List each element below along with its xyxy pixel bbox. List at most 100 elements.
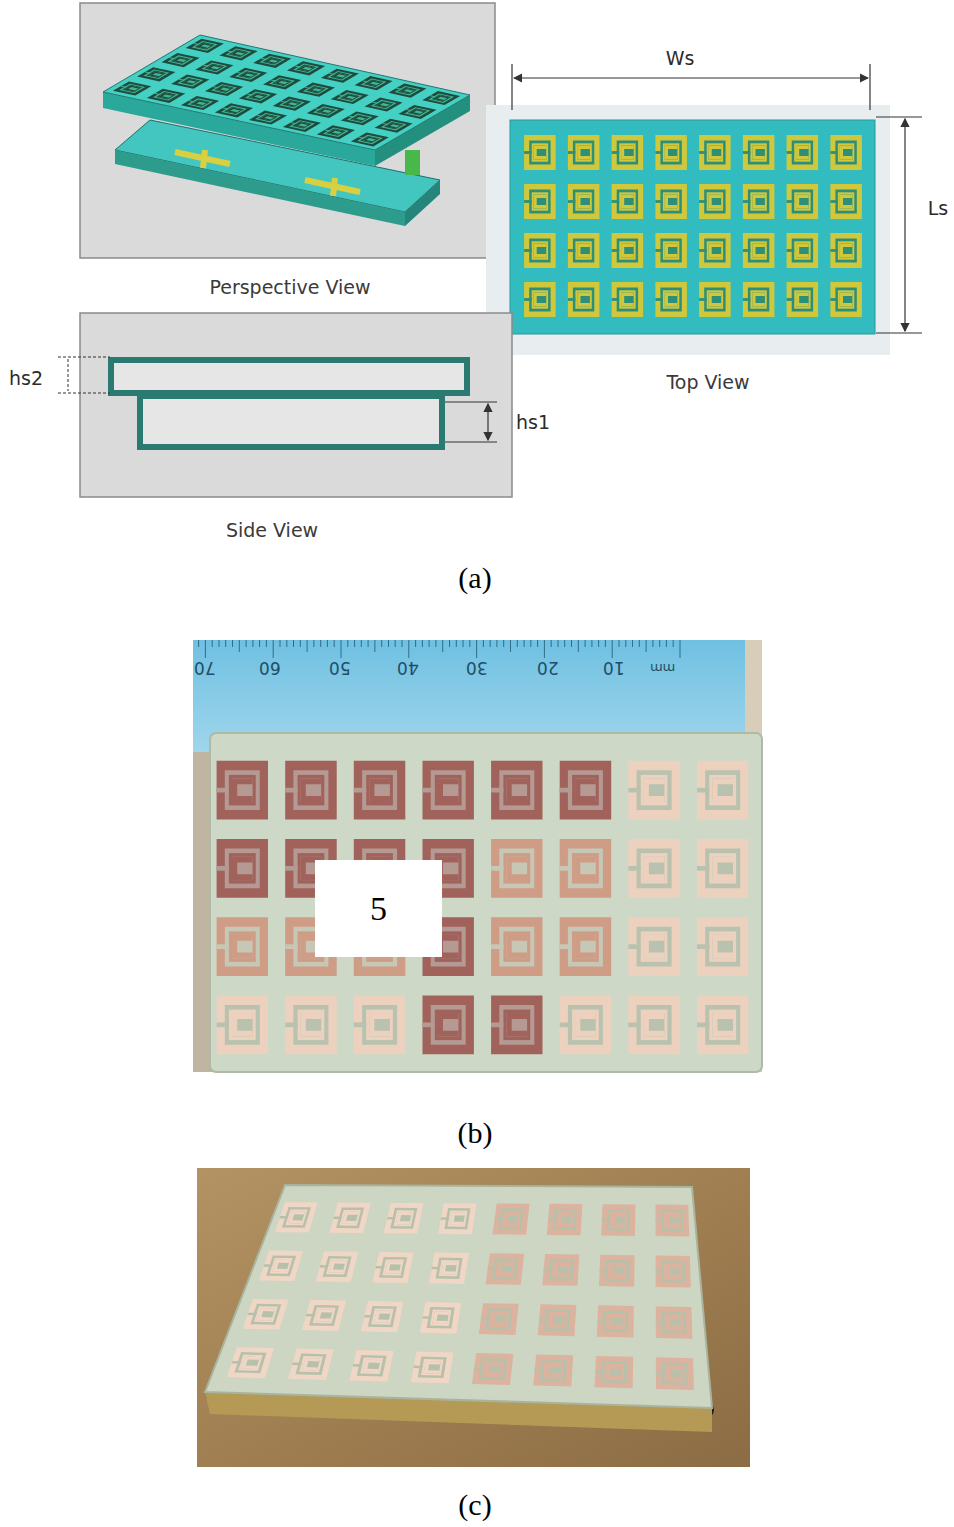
resonator-cell — [697, 761, 748, 820]
resonator-gap — [662, 1312, 687, 1334]
resonator-slot — [292, 1363, 302, 1366]
resonator-ring — [262, 57, 282, 64]
resonator-cell — [533, 1354, 573, 1386]
resonator-gap — [385, 1261, 402, 1273]
resonator-gap — [792, 239, 813, 263]
resonator-cell — [479, 1303, 519, 1335]
resonator-cell — [697, 996, 748, 1055]
dimension-tick — [445, 401, 497, 402]
resonator-c — [709, 292, 722, 306]
resonator-ring — [663, 241, 679, 259]
resonator-cell — [568, 233, 600, 268]
resonator-gap — [362, 1005, 397, 1045]
resonator-gap — [499, 1005, 534, 1045]
ruler-tick — [510, 640, 511, 652]
dimension-label: hs1 — [516, 411, 550, 433]
resonator-slot — [524, 200, 532, 203]
resonator-slot — [362, 80, 369, 82]
resonator-ring — [171, 56, 191, 63]
resonator-cell — [219, 46, 257, 60]
resonator-gap — [255, 113, 281, 123]
resonator-slot — [247, 1313, 257, 1316]
resonator-c — [342, 1212, 359, 1224]
resonator-c — [342, 94, 357, 100]
resonator-ring — [190, 99, 210, 106]
resonator-ring — [204, 64, 224, 71]
resonator-cell — [288, 1349, 334, 1380]
resonator-ring — [619, 143, 635, 161]
resonator-slot — [699, 298, 707, 301]
resonator-c — [621, 194, 634, 208]
resonator-gap — [665, 145, 678, 159]
resonator-cell — [486, 1253, 524, 1285]
resonator-cell — [181, 96, 219, 110]
resonator-c — [554, 1264, 569, 1277]
resonator-cell — [422, 91, 460, 105]
resonator-slot — [236, 72, 243, 74]
resonator-gap — [644, 778, 665, 802]
resonator-ring — [619, 241, 635, 259]
resonator-gap — [558, 1213, 572, 1226]
resonator-ring — [384, 122, 404, 129]
ruler-tick — [429, 640, 430, 647]
resonator-c — [299, 65, 314, 71]
resonator-slot — [430, 95, 437, 97]
ruler-tick — [415, 640, 416, 647]
resonator-gap — [601, 1361, 627, 1383]
resonator-gap — [434, 95, 449, 101]
resonator-gap — [573, 288, 594, 312]
resonator-c — [197, 43, 212, 49]
lower-substrate — [140, 396, 442, 447]
resonator-ring — [619, 290, 635, 308]
resonator-gap — [577, 194, 590, 208]
upper-substrate — [111, 360, 467, 393]
resonator-c — [665, 1214, 679, 1227]
resonator-ring — [382, 1259, 404, 1275]
resonator-gap — [274, 80, 289, 86]
resonator-gap — [573, 190, 594, 214]
resonator-cell — [524, 282, 556, 317]
resonator-ring — [503, 853, 530, 884]
resonator-slot — [314, 108, 321, 110]
resonator-slot — [474, 1367, 483, 1370]
ruler-tick — [558, 640, 559, 647]
resonator-c — [332, 73, 347, 79]
resonator-slot — [656, 1372, 665, 1375]
resonator-cell — [307, 104, 345, 118]
resonator-c — [712, 1013, 733, 1037]
resonator-gap — [301, 778, 322, 802]
resonator-slot — [481, 1317, 490, 1320]
ruler-tick — [225, 640, 226, 647]
resonator-slot — [212, 86, 219, 88]
resonator-cell — [699, 135, 731, 170]
resonator-ring — [543, 1362, 564, 1379]
resonator-cell — [355, 76, 393, 90]
resonator-gap — [529, 239, 550, 263]
resonator-gap — [617, 190, 638, 214]
resonator-c — [796, 292, 809, 306]
resonator-ring — [838, 290, 854, 308]
resonator-gap — [405, 107, 431, 117]
resonator-slot — [539, 1319, 548, 1322]
resonator-ring — [229, 853, 256, 884]
resonator-gap — [313, 106, 339, 116]
resonator-c — [315, 1309, 333, 1321]
resonator-slot — [699, 200, 707, 203]
resonator-cell — [354, 996, 406, 1055]
resonator-gap — [712, 1013, 733, 1037]
resonator-c — [328, 129, 343, 135]
resonator-cell — [628, 761, 680, 820]
resonator-cell — [699, 233, 731, 268]
resonator-gap — [507, 935, 528, 959]
ruler-tick — [388, 640, 389, 647]
resonator-slot — [488, 1268, 497, 1271]
resonator-ring — [360, 1358, 383, 1374]
resonator-cell — [830, 233, 862, 268]
resonator-c — [257, 1308, 275, 1320]
ruler-tick — [469, 640, 470, 647]
resonator-cell — [560, 839, 612, 898]
resonator-ring — [663, 143, 679, 161]
resonator-ring — [575, 192, 591, 210]
resonator-ring — [641, 1010, 668, 1041]
ruler-tick — [313, 640, 314, 647]
